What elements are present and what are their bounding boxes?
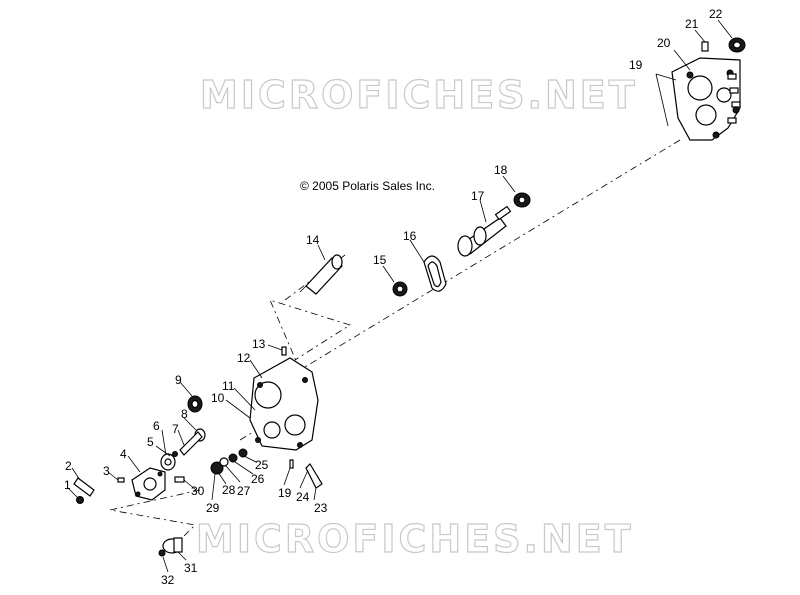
callout-32: 32 (161, 573, 175, 587)
case-cover (671, 57, 741, 141)
sensor-23 (305, 463, 323, 489)
shaft-17 (457, 205, 512, 257)
callout-13: 13 (252, 337, 266, 351)
callout-30: 30 (191, 484, 205, 498)
callout-1: 1 (64, 478, 71, 492)
callout-28: 28 (222, 483, 236, 497)
copyright-notice: © 2005 Polaris Sales Inc. (300, 179, 435, 193)
washer-26 (228, 453, 238, 463)
plug-31 (162, 537, 183, 554)
fitting-2 (73, 477, 95, 497)
callout-16: 16 (403, 229, 417, 243)
watermark-top: MICROFICHES.NET (200, 73, 638, 117)
spring-30 (174, 476, 185, 483)
callout-11: 11 (222, 379, 235, 393)
callout-23: 23 (314, 501, 328, 515)
chain-16 (423, 255, 447, 292)
callout-24: 24 (296, 490, 310, 504)
callout-19-left: 19 (278, 486, 292, 500)
washer-5 (172, 451, 178, 457)
main-case (249, 357, 319, 451)
callout-25: 25 (255, 458, 269, 472)
bolt-24 (289, 459, 294, 469)
callout-12: 12 (237, 351, 251, 365)
screw-3 (117, 477, 125, 483)
shaft-14 (299, 254, 343, 295)
watermark-bottom: MICROFICHES.NET (196, 517, 634, 561)
callout-18: 18 (494, 163, 508, 177)
washer-25 (238, 448, 248, 458)
callout-21: 21 (685, 17, 699, 31)
bearing-15 (392, 281, 408, 297)
callout-26: 26 (251, 472, 265, 486)
callout-15: 15 (373, 253, 387, 267)
callout-3: 3 (103, 464, 110, 478)
callout-8: 8 (181, 407, 188, 421)
pump-housing-4 (131, 467, 166, 501)
callout-5: 5 (147, 435, 154, 449)
callout-10: 10 (211, 391, 225, 405)
callout-31: 31 (184, 561, 198, 575)
gear-28 (210, 461, 224, 475)
callout-6: 6 (153, 419, 160, 433)
callout-17: 17 (471, 189, 485, 203)
callout-4: 4 (120, 447, 127, 461)
washer-1 (76, 496, 84, 504)
bearing-18 (513, 192, 531, 208)
pin-13 (281, 346, 287, 356)
callout-19-top: 19 (629, 58, 643, 72)
callout-14: 14 (306, 233, 320, 247)
shaft-7 (179, 431, 203, 456)
seal-22 (728, 37, 746, 53)
callout-27: 27 (237, 484, 251, 498)
callout-2: 2 (65, 459, 72, 473)
callout-22: 22 (709, 7, 723, 21)
leader-lines (67, 19, 733, 573)
callout-20: 20 (657, 36, 671, 50)
gear-6 (160, 453, 176, 471)
bearing-9 (187, 395, 203, 413)
callout-7: 7 (172, 422, 179, 436)
washer-27 (219, 457, 229, 467)
washer-32 (158, 549, 166, 557)
callout-29: 29 (206, 501, 220, 515)
callout-9: 9 (175, 373, 182, 387)
